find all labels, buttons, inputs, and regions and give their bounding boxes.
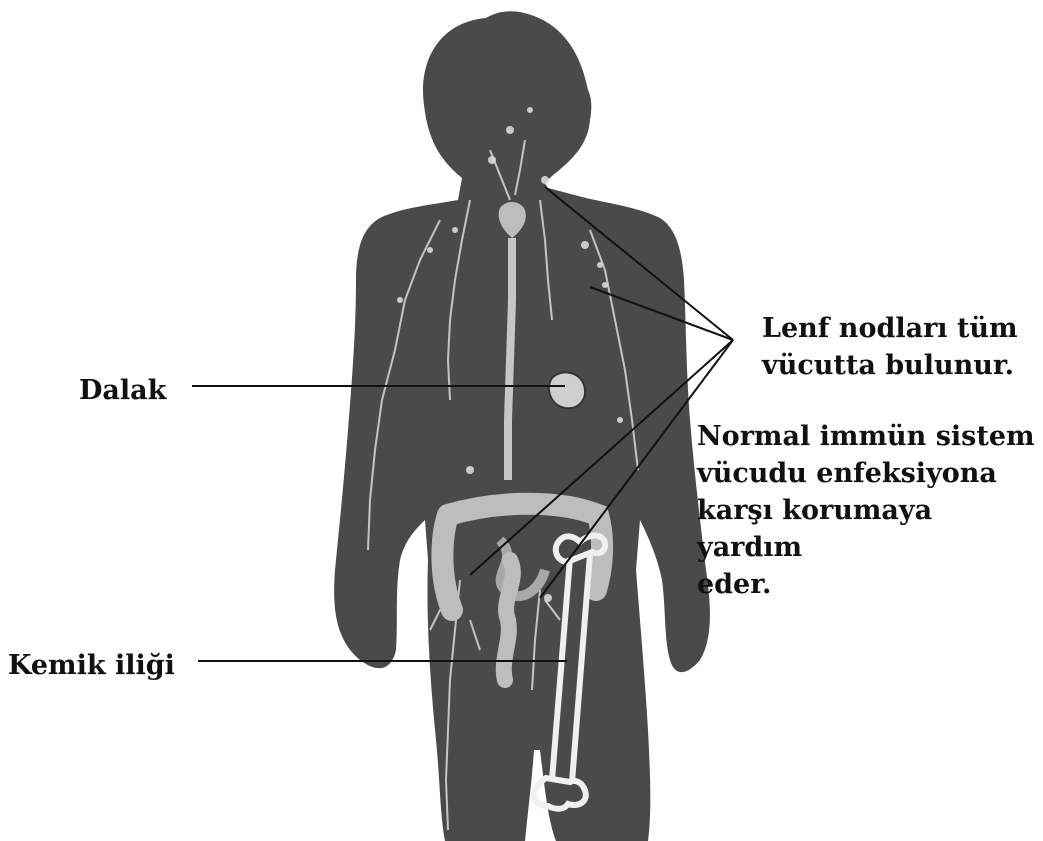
bone-marrow-label: Kemik iliği — [8, 647, 175, 684]
head — [423, 11, 591, 188]
spleen — [549, 372, 585, 408]
lymph-node — [544, 594, 552, 602]
lymph-nodes-caption-line-1: Lenf nodları tüm — [762, 310, 1032, 347]
lymph-node — [597, 262, 603, 268]
immune-system-caption: Normal immün sistem vücudu enfeksiyona k… — [697, 418, 1037, 603]
body-silhouette — [334, 11, 710, 841]
lymph-node — [466, 466, 474, 474]
lymph-node — [527, 107, 533, 113]
immune-caption-line-3: karşı korumaya yardım — [697, 492, 1037, 566]
lymph-node — [506, 126, 514, 134]
lymph-nodes-caption-line-2: vücutta bulunur. — [762, 347, 1032, 384]
lymph-nodes-caption: Lenf nodları tüm vücutta bulunur. — [762, 310, 1032, 384]
lymph-node — [581, 241, 589, 249]
immune-caption-line-2: vücudu enfeksiyona — [697, 455, 1037, 492]
lymph-node — [427, 247, 433, 253]
lymph-node — [397, 297, 403, 303]
lymph-node — [488, 156, 496, 164]
spleen-label: Dalak — [79, 372, 166, 409]
thoracic-duct — [508, 238, 512, 480]
immune-caption-line-4: eder. — [697, 566, 1037, 603]
lymph-node — [452, 227, 458, 233]
lymph-node — [541, 176, 549, 184]
lymph-node — [602, 282, 608, 288]
immune-caption-line-1: Normal immün sistem — [697, 418, 1037, 455]
lymph-node — [617, 417, 623, 423]
